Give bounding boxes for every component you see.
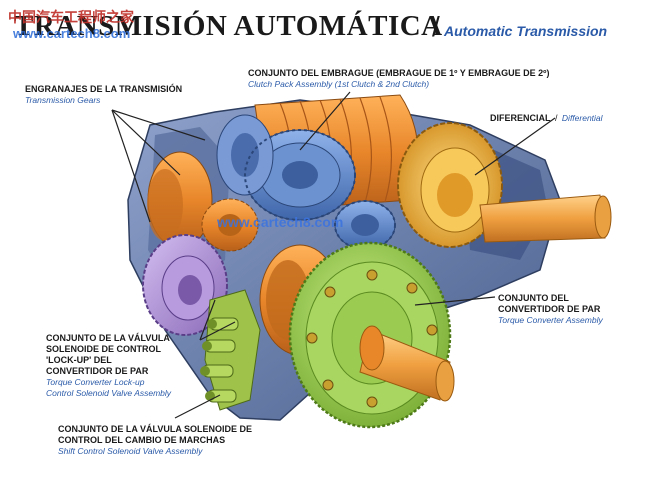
- label-shift-en: Shift Control Solenoid Valve Assembly: [58, 446, 203, 456]
- label-converter-es-2: CONVERTIDOR DE PAR: [498, 304, 601, 314]
- label-shift-es-1: CONJUNTO DE LA VÁLVULA SOLENOIDE DE: [58, 424, 253, 434]
- leader-lines: [111, 91, 556, 419]
- label-shift-es-2: CONTROL DEL CAMBIO DE MARCHAS: [58, 435, 226, 445]
- label-converter-es-1: CONJUNTO DEL: [498, 293, 569, 303]
- watermark-url-middle: www.cartech8.com: [217, 214, 344, 230]
- label-lockup-en-1: Torque Converter Lock-up: [46, 377, 145, 387]
- label-gears-es: ENGRANAJES DE LA TRANSMISIÓN: [25, 84, 183, 94]
- label-torque-converter: CONJUNTO DEL CONVERTIDOR DE PAR Torque C…: [498, 293, 603, 326]
- label-clutch-es: CONJUNTO DEL EMBRAGUE (EMBRAGUE DE 1º Y …: [248, 68, 550, 78]
- label-lockup-es-1: CONJUNTO DE LA VÁLVULA: [46, 333, 170, 343]
- intermediate-gear: [201, 198, 259, 252]
- watermark-chinese: 中国汽车工程师之家: [8, 9, 134, 25]
- label-differential-es: DIFERENCIAL: [490, 113, 551, 123]
- label-differential-en: Differential: [561, 113, 603, 123]
- title-separator: /: [432, 11, 440, 42]
- label-transmission-gears: ENGRANAJES DE LA TRANSMISIÓN Transmissio…: [25, 84, 182, 106]
- label-lockup-en-2: Control Solenoid Valve Assembly: [46, 388, 172, 398]
- label-lockup-es-2: SOLENOIDE DE CONTROL: [46, 344, 162, 354]
- page-title: TRANSMISIÓN AUTOMÁTICA: [14, 10, 443, 42]
- planetary-gears: [216, 114, 396, 250]
- label-lockup-es-3: 'LOCK-UP' DEL: [46, 355, 112, 365]
- label-converter-en: Torque Converter Assembly: [498, 315, 603, 325]
- label-clutch-pack: CONJUNTO DEL EMBRAGUE (EMBRAGUE DE 1º Y …: [248, 68, 549, 90]
- label-differential: DIFERENCIAL / Differential: [490, 108, 603, 126]
- watermark-url-top: www.cartech8.com: [13, 26, 131, 41]
- label-differential-sep: /: [554, 113, 558, 123]
- solenoid-valve-body: [200, 289, 261, 411]
- label-lockup-solenoid: CONJUNTO DE LA VÁLVULA SOLENOIDE DE CONT…: [46, 333, 171, 399]
- differential: [397, 122, 612, 248]
- torque-converter: [288, 241, 455, 429]
- label-clutch-en: Clutch Pack Assembly (1st Clutch & 2nd C…: [248, 79, 430, 89]
- label-lockup-es-4: CONVERTIDOR DE PAR: [46, 366, 149, 376]
- label-gears-en: Transmission Gears: [25, 95, 101, 105]
- label-shift-solenoid: CONJUNTO DE LA VÁLVULA SOLENOIDE DE CONT…: [58, 424, 252, 457]
- shift-gear: [142, 234, 228, 336]
- page-title-english: Automatic Transmission: [444, 23, 608, 39]
- left-gear-drum: [147, 151, 213, 249]
